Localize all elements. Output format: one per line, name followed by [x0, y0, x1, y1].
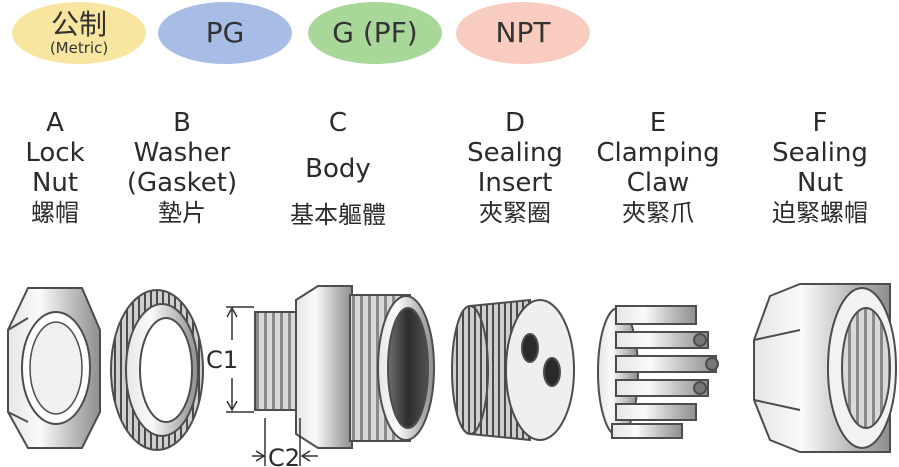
part-a-letter: A — [46, 108, 64, 138]
c1-dimension-label: C1 — [206, 346, 238, 374]
pg-badge-label: PG — [205, 16, 245, 49]
part-b-name-zh: 墊片 — [158, 199, 206, 227]
lock-nut-drawing — [7, 287, 101, 449]
part-f-label: F Sealing Nut 迫緊螺帽 — [745, 108, 895, 228]
part-b-name-line2: (Gasket) — [126, 168, 238, 198]
part-e-label: E Clamping Claw 夾緊爪 — [583, 108, 733, 228]
part-c-name-line1: Body — [305, 154, 371, 184]
part-a-name-line2: Nut — [31, 168, 79, 198]
part-a-label: A Lock Nut 螺帽 — [0, 108, 130, 228]
body-drawing — [254, 285, 435, 449]
part-d-name-zh: 夾緊圈 — [479, 199, 551, 227]
sealing-insert-drawing — [451, 298, 575, 442]
g-pf-badge-label: G (PF) — [332, 16, 418, 49]
part-e-letter: E — [649, 108, 667, 138]
part-f-name-line1: Sealing — [772, 138, 868, 168]
part-d-label: D Sealing Insert 夾緊圈 — [440, 108, 590, 228]
metric-badge-en: (Metric) — [49, 38, 109, 57]
part-a-name-zh: 螺帽 — [31, 199, 79, 227]
part-b-label: B Washer (Gasket) 墊片 — [107, 108, 257, 228]
part-e-name-line2: Claw — [626, 168, 690, 198]
dimension-lines — [226, 306, 318, 466]
clamping-claw-drawing — [597, 305, 719, 439]
part-c-label: C Body 基本軀體 — [263, 108, 413, 230]
part-f-letter: F — [812, 108, 828, 138]
part-f-name-zh: 迫緊螺帽 — [772, 199, 868, 227]
c2-dimension-label: C2 — [268, 444, 300, 467]
part-b-name-line1: Washer — [133, 138, 231, 168]
part-c-name-zh: 基本軀體 — [290, 201, 386, 229]
part-a-name-line1: Lock — [25, 138, 85, 168]
part-d-name-line1: Sealing — [467, 138, 563, 168]
metric-badge: 公制 (Metric) — [12, 2, 146, 64]
metric-badge-zh: 公制 — [50, 7, 107, 41]
part-e-name-line1: Clamping — [596, 138, 720, 168]
part-e-name-zh: 夾緊爪 — [622, 199, 694, 227]
part-d-letter: D — [504, 108, 526, 138]
part-b-letter: B — [173, 108, 191, 138]
npt-badge: NPT — [456, 2, 590, 64]
part-c-letter: C — [328, 108, 348, 138]
pg-badge: PG — [158, 2, 292, 64]
part-d-name-line2: Insert — [477, 168, 553, 198]
npt-badge-label: NPT — [495, 16, 551, 49]
g-pf-badge: G (PF) — [308, 2, 442, 64]
part-f-name-line2: Nut — [796, 168, 844, 198]
sealing-nut-drawing — [753, 283, 897, 453]
washer-drawing — [110, 289, 204, 451]
